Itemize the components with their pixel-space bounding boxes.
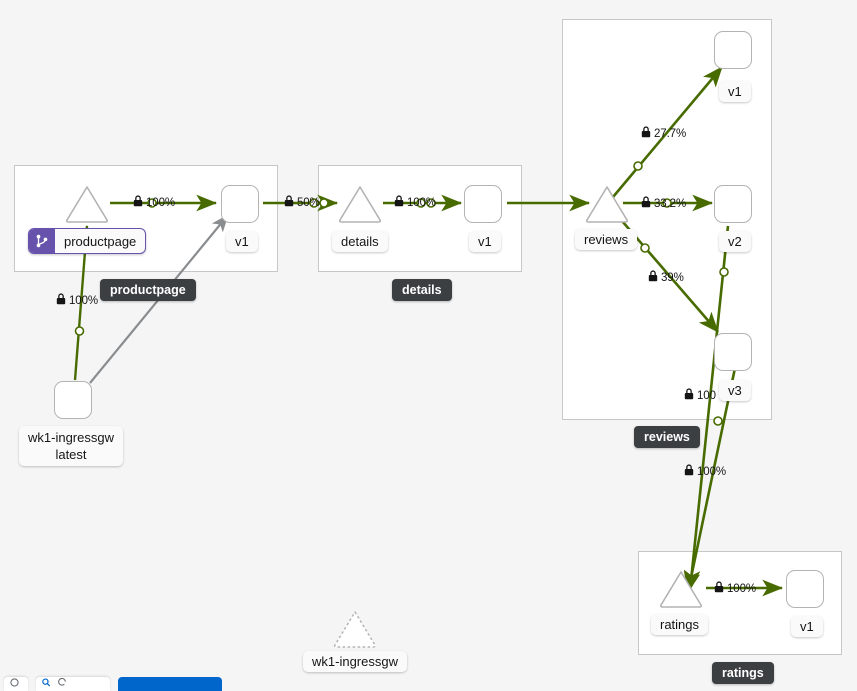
node-label-reviews-v3: v3: [719, 380, 751, 401]
virtual-service-icon: [29, 229, 55, 253]
node-label-ratings-v1: v1: [791, 616, 823, 637]
workload-rounded-square-icon: [54, 381, 92, 419]
service-triangle-icon: [337, 184, 383, 224]
edge-label-percent: 100: [697, 389, 716, 402]
edge-label-percent: 27.7%: [654, 127, 687, 140]
node-reviews-v1[interactable]: [714, 31, 752, 69]
edge-label-percent: 100%: [407, 196, 437, 209]
node-reviews-v2[interactable]: [714, 185, 752, 223]
edge-label-reviews-to-v2: 33.2%: [641, 196, 686, 211]
node-label-wk1-ingressgw-workload: wk1-ingressgw latest: [19, 426, 123, 466]
service-triangle-icon: [658, 569, 704, 609]
node-ratings-service[interactable]: [658, 569, 704, 609]
refresh-icon: [57, 677, 67, 690]
zoom-icon: [42, 678, 54, 690]
mtls-lock-icon: [648, 270, 658, 285]
edge-label-ingress-to-productpage: 100%: [56, 293, 98, 308]
mtls-lock-icon: [684, 464, 694, 479]
edge-label-details-to-v1: 100%: [394, 195, 436, 210]
edge-label-ratings-to-v1: 100%: [714, 581, 756, 596]
node-label-details-service: details: [332, 231, 388, 252]
mtls-lock-icon: [133, 195, 143, 210]
edge-label-reviews-to-v1: 27.7%: [641, 126, 686, 141]
edge-label-percent: 100%: [727, 582, 757, 595]
workload-rounded-square-icon: [464, 185, 502, 223]
primary-action-button[interactable]: [118, 677, 222, 691]
node-label-line1: wk1-ingressgw: [28, 430, 114, 445]
mtls-lock-icon: [714, 581, 724, 596]
edge-label-percent: 33.2%: [654, 197, 687, 210]
node-label-reviews-v2: v2: [719, 231, 751, 252]
node-label-wk1-ingressgw-service-outside: wk1-ingressgw: [303, 651, 407, 672]
mtls-lock-icon: [284, 195, 294, 210]
node-label-reviews-v1: v1: [719, 81, 751, 102]
edge-label-productpage-to-v1: 100%: [133, 195, 175, 210]
service-triangle-icon: [64, 184, 110, 224]
zoom-chip[interactable]: [36, 677, 110, 691]
node-ratings-v1[interactable]: [786, 570, 824, 608]
mtls-lock-icon: [641, 196, 651, 211]
edge-label-percent: 39%: [661, 271, 684, 284]
edge-label-productpage-v1-to-details: 50%: [284, 195, 320, 210]
legend-chip[interactable]: [4, 677, 28, 691]
node-label-reviews-service: reviews: [575, 229, 638, 250]
group-label-details[interactable]: details: [392, 279, 452, 301]
edge-label-reviews-v2-to-ratings: 100: [684, 388, 716, 403]
workload-rounded-square-icon: [714, 185, 752, 223]
node-label-productpage-v1: v1: [226, 231, 258, 252]
edge-label-percent: 50%: [297, 196, 320, 209]
workload-rounded-square-icon: [714, 333, 752, 371]
workload-rounded-square-icon: [786, 570, 824, 608]
mtls-lock-icon: [641, 126, 651, 141]
node-productpage-v1[interactable]: [221, 185, 259, 223]
node-productpage-service[interactable]: [64, 184, 110, 224]
node-details-v1[interactable]: [464, 185, 502, 223]
edge-label-percent: 100%: [697, 465, 727, 478]
workload-rounded-square-icon: [714, 31, 752, 69]
node-wk1-ingressgw-service-outside[interactable]: [331, 608, 377, 648]
mtls-lock-icon: [56, 293, 66, 308]
node-label-details-v1: v1: [469, 231, 501, 252]
node-label-ratings-service: ratings: [651, 614, 709, 635]
mtls-lock-icon: [684, 388, 694, 403]
edge-label-reviews-v3-to-ratings: 100%: [684, 464, 726, 479]
node-label-line2: latest: [55, 447, 87, 462]
service-triangle-icon: [584, 184, 630, 224]
node-wk1-ingressgw-workload[interactable]: [54, 381, 92, 419]
legend-icon: [10, 678, 19, 690]
virtual-service-badge-productpage[interactable]: productpage: [28, 228, 147, 254]
bottom-toolbar[interactable]: [0, 677, 222, 691]
node-reviews-service[interactable]: [584, 184, 630, 224]
workload-rounded-square-icon: [221, 185, 259, 223]
mtls-lock-icon: [394, 195, 404, 210]
node-label-productpage-service: productpage: [64, 233, 137, 249]
group-label-ratings[interactable]: ratings: [712, 662, 774, 684]
traffic-dot: [74, 326, 85, 336]
group-label-reviews[interactable]: reviews: [634, 426, 700, 448]
node-details-service[interactable]: [337, 184, 383, 224]
service-triangle-dashed-icon: [331, 608, 377, 648]
edge-label-reviews-to-v3: 39%: [648, 270, 684, 285]
group-label-productpage[interactable]: productpage: [100, 279, 196, 301]
edge-label-percent: 100%: [69, 294, 99, 307]
edge-label-percent: 100%: [146, 196, 176, 209]
node-reviews-v3[interactable]: [714, 333, 752, 371]
